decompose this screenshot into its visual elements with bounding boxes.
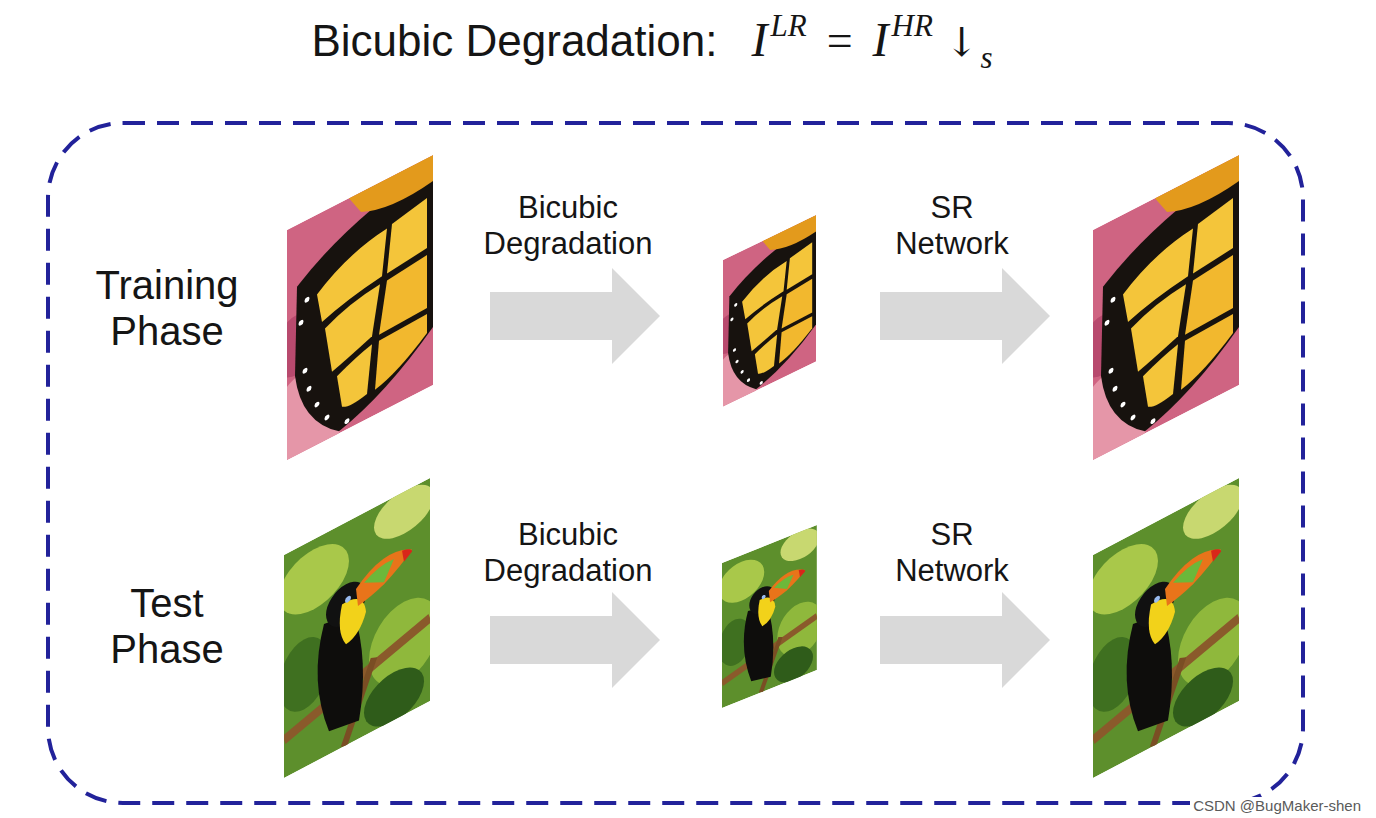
block-arrow (490, 592, 660, 688)
watermark: CSDN @BugMaker-shen (1190, 797, 1364, 814)
arrow-label: SR Network (895, 190, 1009, 261)
phase-label: Test Phase (110, 580, 223, 672)
sr-butterfly-image (1073, 155, 1239, 490)
title-bar: Bicubic Degradation:ILR=IHR↓s (0, 12, 1304, 67)
block-arrow (490, 268, 660, 364)
formula-operator: ↓ (945, 19, 979, 65)
formula-subscript: s (980, 40, 992, 76)
formula-symbol: I (751, 12, 767, 67)
phase-label: Training Phase (95, 262, 238, 354)
block-arrow (880, 592, 1050, 688)
formula-superscript: LR (770, 8, 806, 44)
dashed-frame (48, 123, 1303, 803)
arrow-label: SR Network (895, 517, 1009, 588)
formula-superscript: HR (892, 8, 933, 44)
sr-toucan-image (1088, 471, 1248, 782)
lr-butterfly-image (710, 215, 816, 425)
lr-toucan-image (719, 521, 823, 710)
arrow-label: Bicubic Degradation (484, 190, 653, 261)
arrow-label: Bicubic Degradation (484, 517, 653, 588)
hr-toucan-image (279, 471, 439, 782)
block-arrow (880, 268, 1050, 364)
hr-butterfly-image (267, 155, 433, 490)
formula-symbol: I (873, 12, 889, 67)
title: Bicubic Degradation: (311, 16, 717, 66)
formula-operator: = (827, 14, 853, 67)
